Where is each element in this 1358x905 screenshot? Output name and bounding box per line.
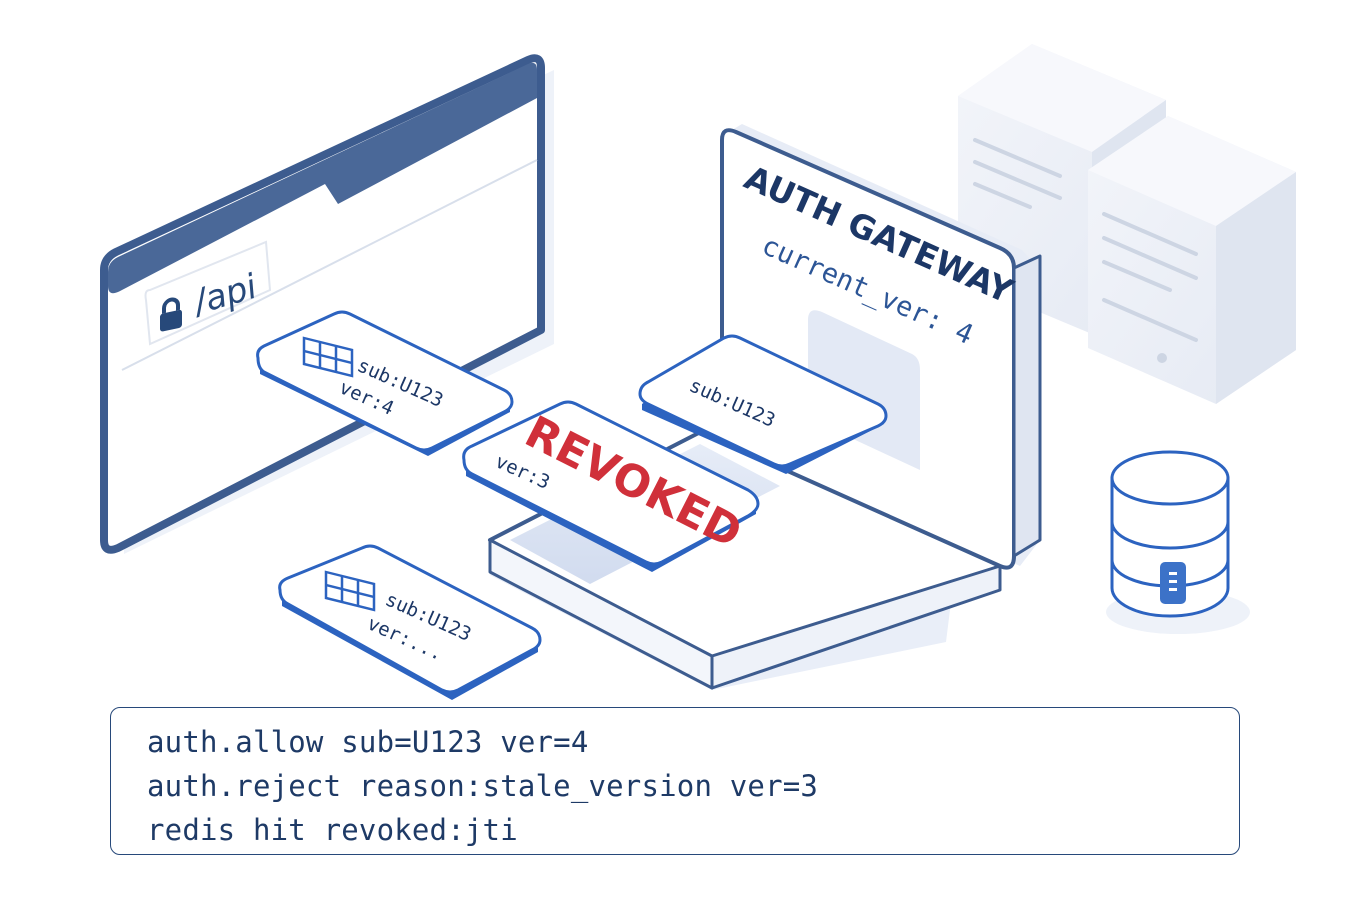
lock-icon: [160, 297, 182, 332]
grid-icon: [324, 570, 376, 612]
token-card-gateway[interactable]: sub:U123: [638, 334, 888, 474]
log-panel: auth.allow sub=U123 ver=4 auth.reject re…: [110, 707, 1240, 855]
database-icon: [1106, 450, 1250, 634]
log-line-reject: auth.reject reason:stale_version ver=3: [147, 769, 819, 803]
token-card-pending[interactable]: sub:U123 ver:...: [278, 544, 542, 700]
token-card-valid[interactable]: sub:U123 ver:4: [256, 310, 514, 456]
grid-icon: [302, 336, 354, 378]
log-line-redis: redis hit revoked:jti: [147, 813, 518, 847]
database-badge-icon: [1160, 562, 1186, 604]
server-icon: [1088, 116, 1296, 404]
log-line-allow: auth.allow sub=U123 ver=4: [147, 725, 589, 759]
